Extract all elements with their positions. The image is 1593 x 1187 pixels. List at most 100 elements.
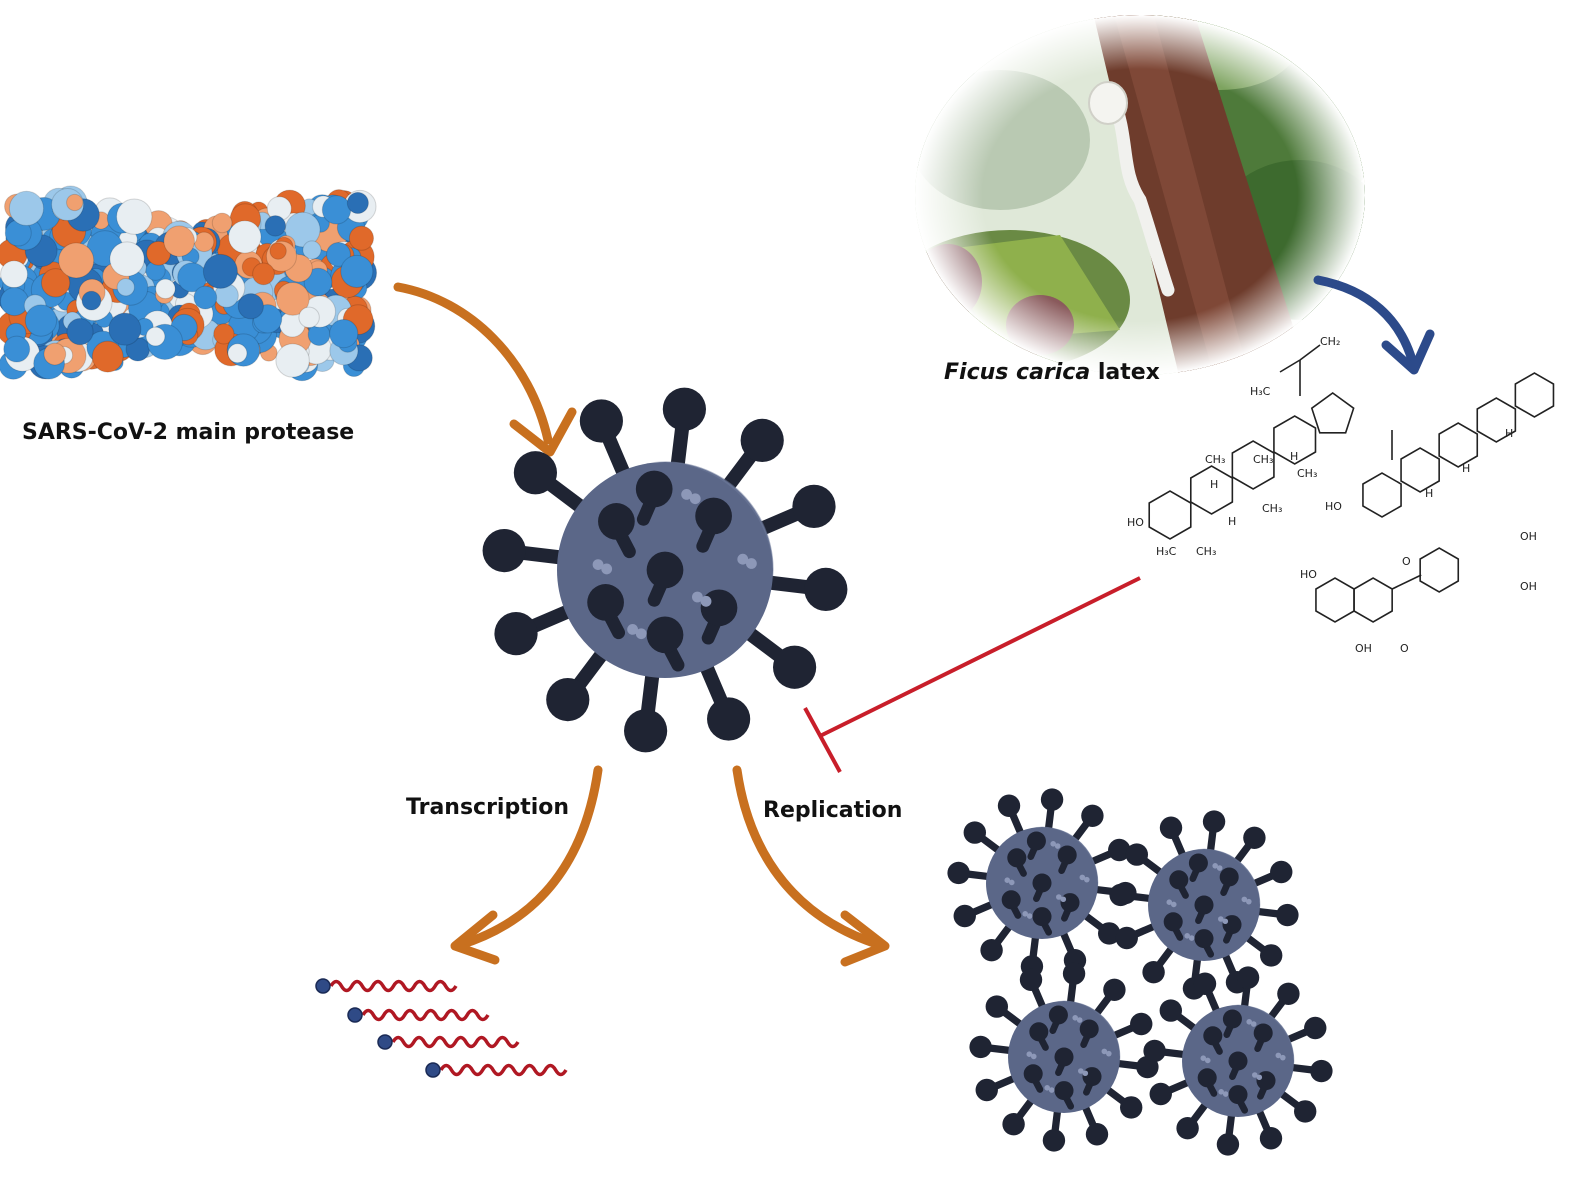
coronavirus-icon bbox=[1143, 966, 1333, 1156]
virus-inner-head bbox=[646, 551, 684, 589]
virus-spike-head bbox=[1097, 922, 1121, 945]
virus-dot bbox=[1026, 1051, 1033, 1057]
virus-inner-head bbox=[1222, 1009, 1242, 1029]
chem-atom-label: H bbox=[1290, 450, 1298, 463]
chem-ring bbox=[1315, 577, 1355, 623]
virus-dot bbox=[601, 563, 613, 575]
virus-dot bbox=[737, 553, 749, 565]
virus-dot bbox=[1222, 1091, 1229, 1097]
virus-dot bbox=[1050, 841, 1056, 847]
virus-spike-head bbox=[1270, 860, 1293, 884]
virus-dot bbox=[692, 591, 703, 603]
chem-ring bbox=[1231, 440, 1275, 490]
virus-inner-head bbox=[1057, 845, 1077, 865]
chem-ring bbox=[1514, 372, 1555, 418]
virus-dot bbox=[1280, 1054, 1286, 1061]
virus-dot bbox=[1079, 874, 1086, 881]
protein-atom bbox=[284, 211, 321, 248]
virus-dot bbox=[1084, 876, 1090, 883]
protein-atom bbox=[0, 287, 29, 317]
virus-inner-head bbox=[1029, 1022, 1049, 1042]
virus-spike-head bbox=[1236, 966, 1260, 989]
virus-inner-head bbox=[1228, 1051, 1248, 1071]
virus-inner-head bbox=[695, 497, 732, 535]
virus-dot bbox=[1048, 1087, 1055, 1093]
chem-atom-label: CH₃ bbox=[1196, 545, 1216, 558]
virus-inner-head bbox=[1228, 1085, 1248, 1105]
coronavirus-icon bbox=[969, 962, 1159, 1152]
virus-spike-head bbox=[1103, 978, 1126, 1002]
virus-inner-head bbox=[1253, 1023, 1273, 1043]
virus-inner-head bbox=[1197, 1068, 1217, 1088]
virus-dot bbox=[1200, 1055, 1207, 1061]
protein-atom bbox=[116, 278, 135, 297]
virus-spike-head bbox=[482, 529, 526, 573]
virus-dot bbox=[1246, 898, 1252, 905]
chem-atom-label: CH₃ bbox=[1253, 453, 1273, 466]
arrow-latex-to-compounds bbox=[1313, 275, 1435, 375]
virus-spike-head bbox=[662, 387, 706, 431]
virus-spike-head bbox=[1193, 972, 1217, 995]
virus-spike-head bbox=[1276, 903, 1299, 927]
protein-atom bbox=[252, 262, 275, 286]
virus-dot bbox=[1026, 913, 1033, 919]
virus-dot bbox=[1241, 896, 1248, 903]
virus-spike-head bbox=[1130, 1012, 1153, 1036]
virus-spike-head bbox=[1042, 1129, 1066, 1152]
virus-inner-head bbox=[1203, 1026, 1223, 1046]
virus-inner-head bbox=[1054, 1047, 1074, 1067]
virus-spike-head bbox=[980, 938, 1003, 962]
protein-atom bbox=[163, 225, 195, 257]
chem-ring bbox=[1310, 392, 1355, 434]
virus-inner-head bbox=[1023, 1064, 1043, 1084]
virus-dot bbox=[1252, 1072, 1258, 1078]
chem-atom-label: H bbox=[1228, 515, 1236, 528]
chem-atom-label: CH₂ bbox=[1320, 335, 1340, 348]
virus-dot bbox=[746, 558, 757, 569]
chem-atom-label: H bbox=[1505, 427, 1513, 440]
virus-dot bbox=[689, 493, 701, 505]
chem-atom-label: H₃C bbox=[1156, 545, 1177, 558]
virus-dot bbox=[681, 489, 692, 500]
virus-spike-head bbox=[579, 399, 623, 443]
protein-atom bbox=[66, 193, 84, 212]
virus-spike-head bbox=[1019, 968, 1043, 991]
replication-label: Replication bbox=[763, 798, 903, 823]
protein-atom bbox=[108, 312, 142, 346]
virus-spike-head bbox=[1040, 788, 1064, 811]
virus-spike-head bbox=[1304, 1016, 1327, 1040]
virus-inner-head bbox=[1256, 1071, 1276, 1091]
virus-spike-head bbox=[969, 1035, 992, 1059]
virus-inner-head bbox=[1060, 893, 1080, 913]
virus-dot bbox=[1184, 933, 1190, 939]
virus-spike-head bbox=[494, 612, 538, 656]
virus-dot bbox=[1170, 901, 1177, 908]
virus-inner-head bbox=[646, 616, 684, 654]
mrna-strand bbox=[439, 1063, 568, 1077]
virus-dot bbox=[1218, 916, 1224, 922]
protein-atom bbox=[340, 254, 374, 288]
virus-inner-head bbox=[1026, 831, 1046, 851]
mrna-strand bbox=[391, 1035, 520, 1049]
protein-atom bbox=[227, 343, 248, 364]
chem-bond bbox=[1299, 344, 1321, 361]
chem-atom-label: O bbox=[1400, 642, 1409, 655]
virus-inner-head bbox=[1054, 1081, 1074, 1101]
protein-atom bbox=[109, 241, 145, 277]
protein-atom bbox=[193, 231, 215, 253]
protein-atom bbox=[81, 290, 102, 311]
virus-inner-head bbox=[1222, 915, 1242, 935]
chem-ring bbox=[1476, 397, 1517, 443]
chem-atom-label: OH bbox=[1355, 642, 1372, 655]
protein-atom bbox=[43, 342, 67, 366]
protease-label: SARS-CoV-2 main protease bbox=[22, 420, 355, 445]
chem-ring bbox=[1438, 422, 1479, 468]
virus-spike-head bbox=[1159, 816, 1183, 839]
virus-spike-head bbox=[1143, 1039, 1166, 1063]
virus-spike-head bbox=[1159, 999, 1183, 1022]
virus-dot bbox=[1275, 1052, 1282, 1059]
chem-atom-label: CH₃ bbox=[1205, 453, 1225, 466]
chem-ring bbox=[1400, 447, 1440, 493]
virus-dot bbox=[1054, 843, 1061, 849]
virus-spike-head bbox=[804, 567, 848, 611]
